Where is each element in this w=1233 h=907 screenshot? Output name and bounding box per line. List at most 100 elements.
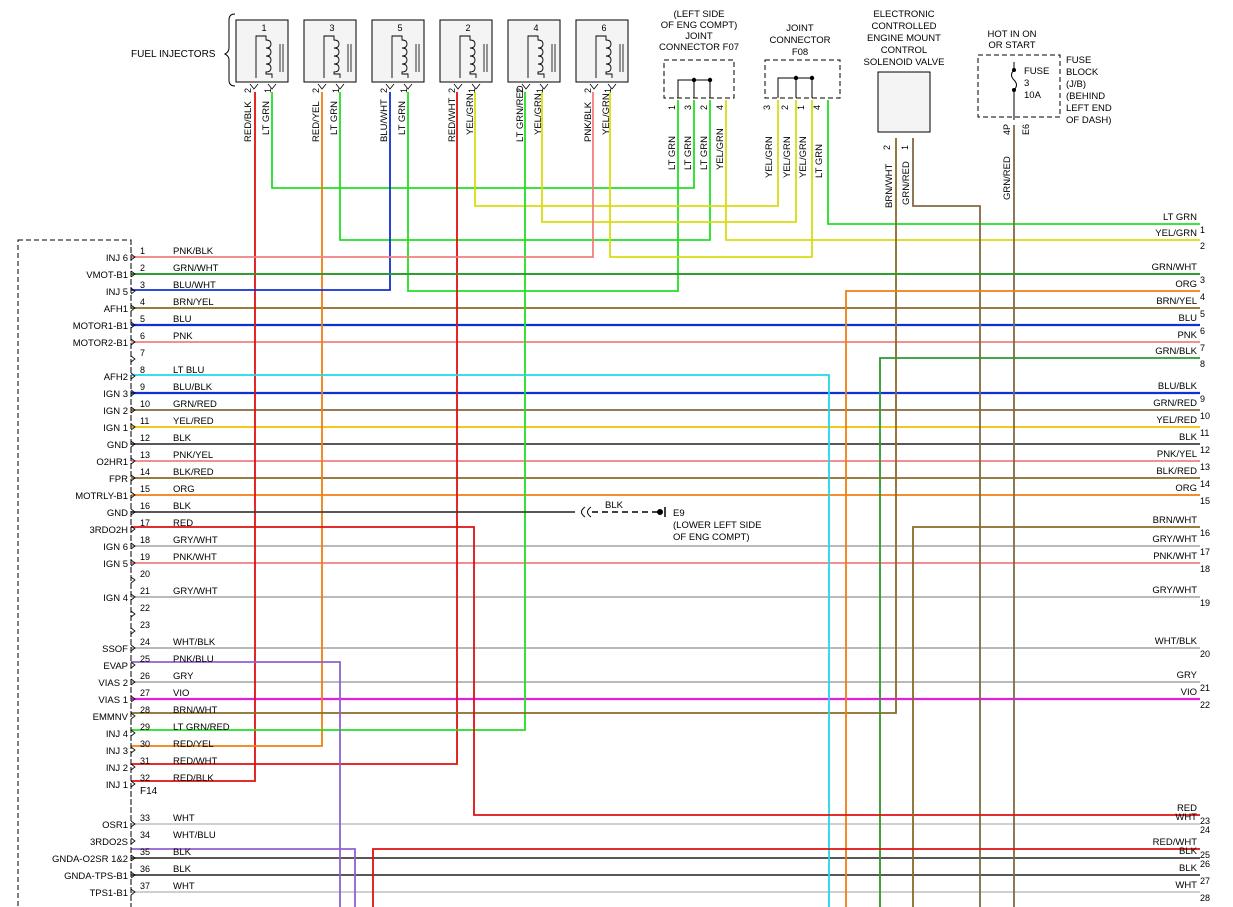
f07-wire-1: LT GRN: [683, 136, 694, 170]
ecm-wire-label-8: LT BLU: [173, 365, 204, 376]
right-row-num-26: 26: [1200, 859, 1210, 869]
f07-wire-0: LT GRN: [667, 136, 678, 170]
injector-box-5: [371, 19, 425, 83]
right-wire-label-12: BLK: [1179, 432, 1198, 443]
injector-terms-3: [317, 83, 345, 90]
ecm-pin-mark-33: [130, 820, 136, 828]
right-row-num-25: 25: [1200, 850, 1210, 860]
injector-coil-4: [527, 35, 545, 78]
f07-wire-3: YEL/GRN: [715, 128, 726, 170]
injector-wire-4-a: LT GRN/RED: [515, 85, 526, 142]
mount-title-0: ELECTRONIC: [873, 9, 934, 20]
ecm-wire-label-4: BRN/YEL: [173, 297, 214, 308]
f08-box: [764, 59, 841, 99]
ecm-pin-mark-30: [130, 746, 136, 754]
injector-wire-1-b: LT GRN: [261, 101, 272, 135]
ecm-wire-label-31: RED/WHT: [173, 756, 218, 767]
ecm-pin-num-34: 34: [140, 830, 150, 840]
ecm-pin-num-26: 26: [140, 671, 150, 681]
injector-num-1: 1: [261, 23, 266, 33]
ecm-wire-label-3: BLU/WHT: [173, 280, 216, 291]
right-row-num-1: 1: [1200, 225, 1205, 235]
fuse-hot-0: HOT IN ON: [988, 29, 1037, 40]
ground-connector: [581, 506, 592, 518]
injector-terms-6: [589, 83, 617, 90]
ecm-pin-num-21: 21: [140, 586, 150, 596]
injector-wire-1-a: RED/BLK: [243, 101, 254, 142]
right-wire-label-24: WHT: [1175, 812, 1197, 823]
ecm-pin-name-34: 3RDO2S: [90, 837, 128, 848]
ecm-pin-num-20: 20: [140, 569, 150, 579]
ecm-pin-num-35: 35: [140, 847, 150, 857]
ecm-pin-mark-9: [130, 389, 136, 397]
ecm-wire-label-26: GRY: [173, 671, 194, 682]
injector-brace: [223, 13, 236, 87]
ecm-wire-label-25: PNK/BLU: [173, 654, 214, 665]
injector-wire-6-a: PNK/BLK: [583, 101, 594, 142]
injector-box-3: [303, 19, 357, 83]
ecm-pin-name-14: FPR: [109, 474, 128, 485]
injector-coil-5: [391, 35, 409, 78]
fuse-hot-1: OR START: [988, 40, 1035, 51]
right-wire-label-11: YEL/RED: [1156, 415, 1197, 426]
ecm-wire-label-27: VIO: [173, 688, 189, 699]
ecm-pin-name-16: GND: [107, 508, 128, 519]
ground-location-1: OF ENG COMPT): [673, 532, 750, 543]
ecm-pin-num-6: 6: [140, 331, 145, 341]
f08-pin-3: 3: [762, 105, 772, 110]
f07-box: [663, 59, 735, 99]
right-wire-label-8: GRN/BLK: [1155, 346, 1197, 357]
ecm-pin-num-27: 27: [140, 688, 150, 698]
ecm-pin-mark-2: [130, 270, 136, 278]
ecm-pin-name-29: INJ 4: [106, 729, 128, 740]
right-row-num-11: 11: [1200, 428, 1209, 438]
injector-coil-1: [255, 35, 273, 78]
wire-brnwht-right16: [912, 526, 1200, 907]
right-wire-label-23: RED: [1177, 803, 1197, 814]
right-row-num-9: 9: [1200, 394, 1205, 404]
ecm-pin-name-8: AFH2: [104, 372, 128, 383]
ecm-pin-name-33: OSR1: [102, 820, 128, 831]
ecm-pin-mark-4: [130, 304, 136, 312]
injector-wire-3-a: RED/YEL: [311, 101, 322, 142]
right-wire-label-27: BLK: [1179, 863, 1198, 874]
ecm-pin-num-24: 24: [140, 637, 150, 647]
ecm-pin-mark-13: [130, 457, 136, 465]
injector-pin-4-b: 1: [535, 88, 545, 93]
fuse-node-b: [1012, 88, 1016, 92]
f07-title-1: OF ENG COMPT): [661, 20, 738, 31]
injector-pin-5-a: 2: [379, 88, 389, 93]
right-row-num-15: 15: [1200, 496, 1210, 506]
right-row-num-7: 7: [1200, 343, 1205, 353]
right-wire-label-2: YEL/GRN: [1155, 228, 1197, 239]
ecm-pin-num-9: 9: [140, 382, 145, 392]
wire-inj3-redyel: [131, 92, 323, 747]
ecm-pin-mark-14: [130, 474, 136, 482]
f07-title-2: JOINT: [685, 31, 713, 42]
mount-pin-1: 1: [900, 145, 910, 150]
f08-node: [793, 75, 799, 81]
f08-title-0: JOINT: [786, 23, 814, 34]
ecm-wire-label-37: WHT: [173, 881, 195, 892]
ecm-pin-name-19: IGN 5: [103, 559, 128, 570]
injector-pin-3-a: 2: [311, 88, 321, 93]
f07-pin-2: 2: [699, 105, 709, 110]
ecm-pin-mark-27: [130, 695, 136, 703]
wire-red-3rdo2h: [131, 526, 1200, 816]
ecm-pin-num-32: 32: [140, 773, 150, 783]
injector-wire-2-b: YEL/GRN: [465, 93, 476, 135]
ecm-wire-label-30: RED/YEL: [173, 739, 214, 750]
ecm-pin-num-37: 37: [140, 881, 150, 891]
ecm-wire-label-17: RED: [173, 518, 193, 529]
right-wire-label-4: ORG: [1175, 279, 1197, 290]
injector-pin-6-b: 1: [603, 88, 613, 93]
injector-wire-5-b: LT GRN: [397, 101, 408, 135]
wire-inj4-ltgrnred: [131, 92, 526, 731]
ecm-pin-mark-25: [130, 661, 136, 669]
f08-pin-1: 1: [796, 105, 806, 110]
right-wire-label-16: BRN/WHT: [1153, 515, 1198, 526]
right-wire-label-3: GRN/WHT: [1152, 262, 1198, 273]
right-wire-label-7: PNK: [1177, 330, 1197, 341]
right-wire-label-5: BRN/YEL: [1156, 296, 1197, 307]
fuse-label-2: 10A: [1024, 90, 1042, 101]
